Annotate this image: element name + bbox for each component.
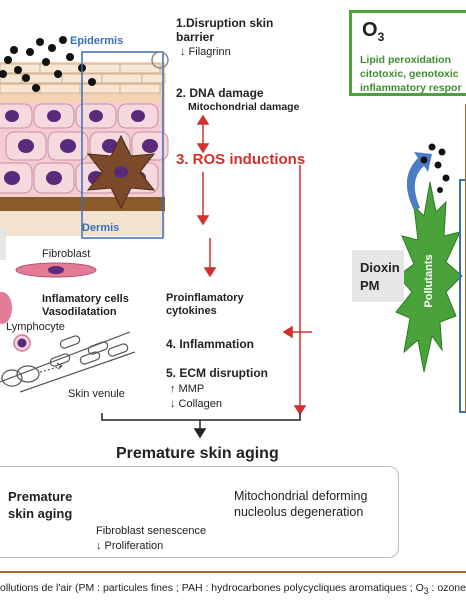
aging-panel [0,466,399,558]
immune-cell [0,292,12,324]
step-2-title: 2. DNA damage [176,86,264,100]
particle-dots-right [420,143,450,193]
right-panel-frame [459,179,466,413]
step-5-sub-collagen: ↓ Collagen [170,398,222,410]
aging-panel-title: Premature skin aging [8,489,73,521]
ozone-box: O3 Lipid peroxidation citotoxic, genotox… [349,10,466,96]
pollutants-label: Pollutants [423,254,435,308]
fibroblast-label: Fibroblast [42,248,91,260]
dermis-label: Dermis [82,222,120,234]
curved-arrow-icon [406,152,432,210]
step-1-title: 1.Disruption skin barrier [176,16,274,44]
mitochondrial-text: Mitochondrial deforming nucleolus degene… [234,489,368,519]
step-1-sub: ↓ Filagrinn [180,46,231,58]
step-5-sub-mmp: ↑ MMP [170,383,205,395]
epidermis-label: Epidermis [70,35,124,47]
fibroblast-senescence-text: Fibroblast senescence [96,525,207,537]
skin-venule-label: Skin venule [68,388,125,400]
step-4-title: 4. Inflammation [166,337,255,351]
skin-venule [0,331,136,393]
magnified-region-frame [81,51,164,239]
step-3-title: 3. ROS inductions [176,151,306,168]
figure-caption: ollutions de l'air (PM : particules fine… [0,582,466,597]
proinflammatory-label: Proinflamatory cytokines [166,292,244,317]
dioxin-pm-label: Dioxin PM [352,250,404,302]
ozone-symbol: O3 [362,19,385,44]
proliferation-text: ↓ Proliferation [96,540,164,552]
outcome-title: Premature skin aging [116,445,279,462]
footer-line [0,571,466,573]
bracket-connector [101,413,301,439]
magnifier-icon [151,51,169,69]
red-flow-arrows [196,114,312,416]
edge-box [0,228,6,260]
step-5-title: 5. ECM disruption [166,366,268,380]
lymphocyte-label: Lymphocyte [6,321,65,333]
step-2-sub: Mitochondrial damage [188,101,300,113]
ozone-description: Lipid peroxidation citotoxic, genotoxic … [360,54,462,94]
inflammatory-cells-label: Inflamatory cells Vasodilatation [42,293,129,318]
